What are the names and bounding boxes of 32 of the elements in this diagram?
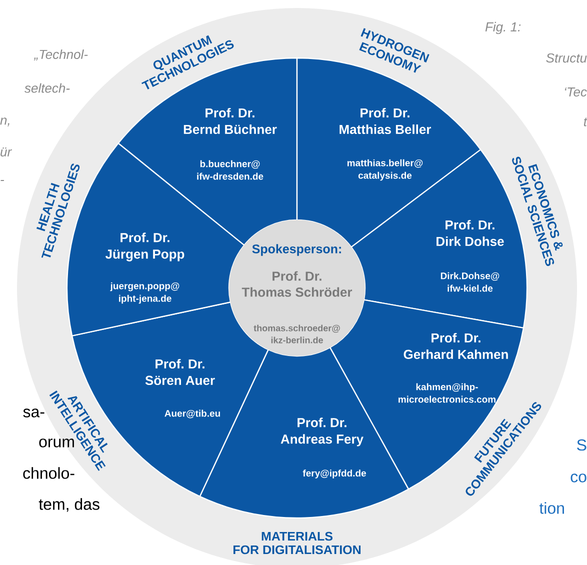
page-text: ‘Tec — [564, 87, 587, 97]
page-text: sa- — [23, 408, 44, 418]
name-text: Prof. Dr. Gerhard Kahmen — [404, 332, 508, 360]
page-text: S — [577, 439, 586, 451]
page-text: tion — [539, 502, 564, 514]
page-text: tem, das — [38, 498, 100, 512]
name-text: Prof. Dr. Sören Auer — [145, 358, 215, 386]
name-text: Prof. Dr. Dirk Dohse — [436, 220, 504, 246]
ring-label: MATERIALS FOR DIGITALISATION — [234, 532, 361, 554]
email-text: fery@ipfdd.de — [302, 470, 366, 478]
name-text: Prof. Dr. Thomas Schröder — [242, 271, 352, 297]
heading: Spokesperson: — [252, 244, 341, 256]
name-text: Prof. Dr. Andreas Fery — [280, 418, 364, 446]
name-text: Prof. Dr. Jürgen Popp — [105, 232, 184, 262]
name-text: Prof. Dr. Matthias Beller — [340, 108, 432, 134]
page-text: n, — [0, 118, 10, 126]
email-text: Dirk.Dohse@ ifw-kiel.de — [440, 272, 500, 292]
page-text: t — [584, 118, 587, 126]
page-text: Structu — [546, 53, 587, 63]
email-text: Auer@tib.eu — [164, 410, 220, 418]
email-text: juergen.popp@ ipht-jena.de — [110, 282, 180, 304]
page-text: co — [570, 474, 586, 482]
page-text: ür — [0, 147, 12, 157]
email-text: thomas.schroeder@ ikz-berlin.de — [254, 324, 340, 344]
name-text: Prof. Dr. Bernd Büchner — [184, 108, 277, 134]
email-text: matthias.beller@ catalysis.de — [347, 159, 423, 181]
email-text: kahmen@ihp- microelectronics.com — [398, 383, 496, 403]
page-text: „Technol- — [34, 49, 88, 61]
email-text: b.buechner@ ifw-dresden.de — [197, 160, 264, 180]
page-text: seltech- — [24, 83, 70, 93]
page-text: - — [0, 180, 4, 182]
page-text: Fig. 1: — [485, 22, 521, 34]
